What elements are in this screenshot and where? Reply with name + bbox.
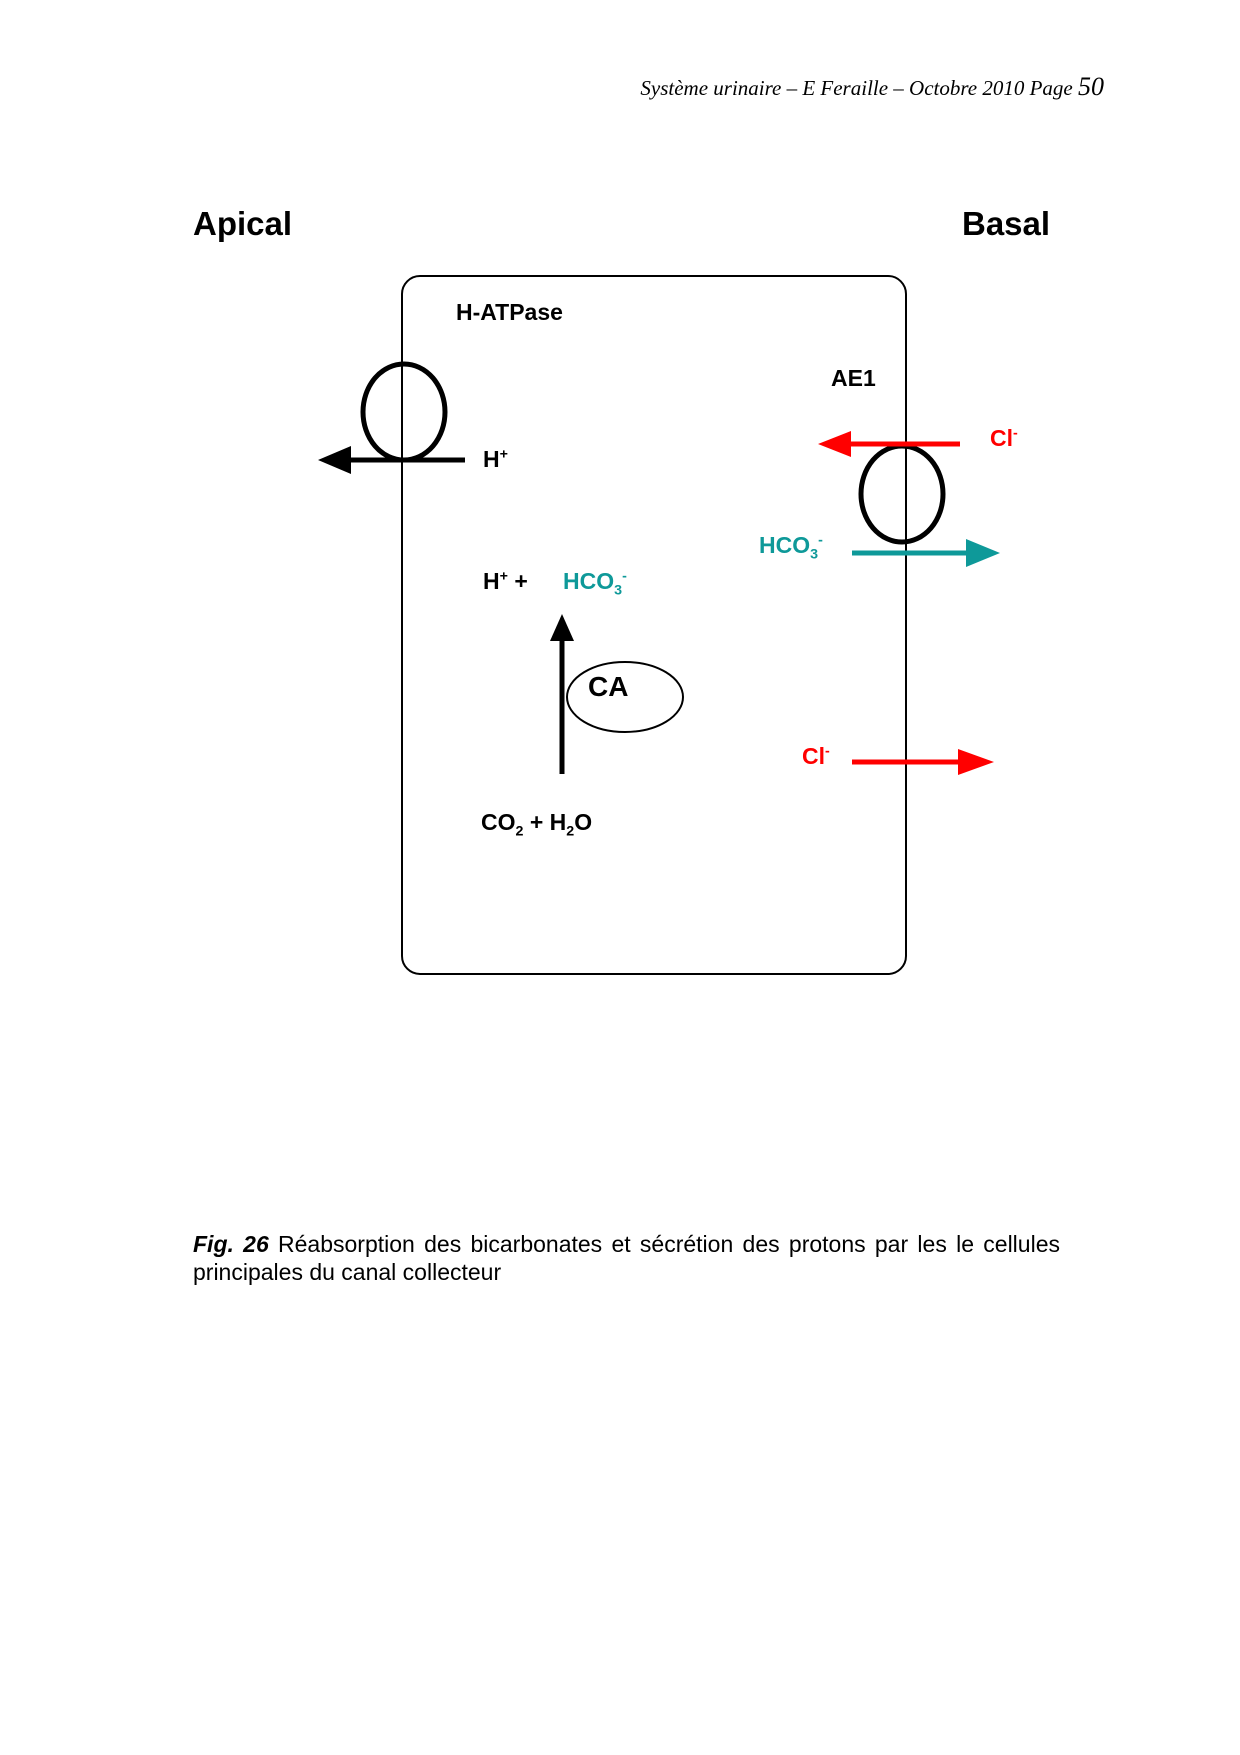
reaction-sub1: 2 [515,823,524,840]
cl-top-label: Cl- [990,425,1018,451]
header-text: Système urinaire – E Feraille – Octobre … [640,76,1078,100]
reaction-end: O [574,809,593,835]
apical-label: Apical [193,205,293,242]
cl-in-arrow-head [818,431,851,457]
carbonic-anhydrase-enzyme-icon [566,661,684,733]
h-plus-charge: + [499,446,508,463]
page-header: Système urinaire – E Feraille – Octobre … [640,72,1104,102]
h-plus-plus-tail: + [507,568,528,594]
cl-out-arrow-head [958,749,994,775]
figure-label: Fig. 26 [193,1231,269,1257]
hco3-center-label: HCO3- [563,568,627,598]
page-number: 50 [1078,72,1104,101]
h-plus-base: H [483,446,500,472]
cl-top-base: Cl [990,425,1013,451]
reaction-co: CO [481,809,516,835]
h-atpase-pump-icon [360,361,448,463]
cl-bottom-charge: - [825,743,830,760]
hco3-right-charge: - [818,532,823,549]
basal-label: Basal [962,205,1051,242]
ae1-label: AE1 [831,365,876,391]
hco3-right-subscript: 3 [810,546,819,563]
hco3-right-label: HCO3- [759,532,823,562]
cell-outline [401,275,907,975]
hco3-right-base: HCO [759,532,811,558]
h-plus-arrow-head [318,446,351,474]
h-plus-plus-base: H [483,568,500,594]
hco3-center-base: HCO [563,568,615,594]
figure-caption: Fig. 26 Réabsorption des bicarbonates et… [193,1230,1060,1286]
ae1-exchanger-icon [858,443,946,545]
caption-text: Réabsorption des bicarbonates et sécréti… [193,1231,1060,1285]
hco3-out-arrow-head [966,539,1000,567]
cl-bottom-label: Cl- [802,743,830,769]
reaction-sub2: 2 [566,823,575,840]
h-atpase-label: H-ATPase [456,299,563,325]
h-plus-plus-charge: + [499,568,508,585]
h-plus-label: H+ [483,446,508,472]
reaction-label: CO2 + H2O [481,809,593,839]
ca-label: CA [588,671,629,702]
reaction-mid: + H [523,809,567,835]
cl-bottom-base: Cl [802,743,825,769]
hco3-center-charge: - [622,568,627,585]
hco3-center-subscript: 3 [614,582,623,599]
cl-top-charge: - [1013,425,1018,442]
reaction-arrow-head [550,614,574,641]
h-plus-plus-label: H+ + [483,568,528,594]
